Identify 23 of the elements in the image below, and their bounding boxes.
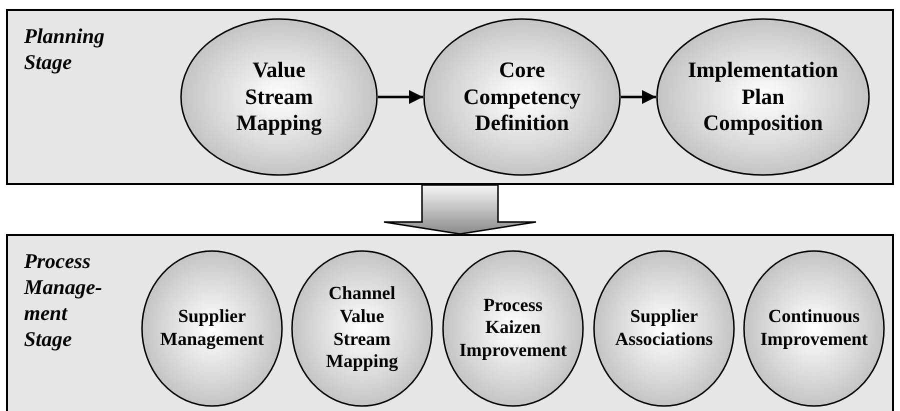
arrow bbox=[378, 90, 423, 104]
stage-panel bbox=[6, 9, 894, 185]
process-ellipse bbox=[423, 18, 621, 176]
process-ellipse bbox=[291, 250, 433, 407]
process-ellipse bbox=[442, 250, 584, 407]
block-arrow bbox=[383, 184, 537, 235]
stage-title: Planning Stage bbox=[24, 23, 105, 75]
process-label: Implementation Plan Composition bbox=[688, 56, 838, 138]
arrow bbox=[621, 90, 656, 104]
stage-title: Process Manage- ment Stage bbox=[24, 248, 102, 352]
process-ellipse bbox=[593, 250, 735, 407]
process-ellipse bbox=[743, 250, 885, 407]
process-label: Core Competency Definition bbox=[463, 56, 581, 138]
process-label: Value Stream Mapping bbox=[236, 56, 322, 138]
process-label: Continuous Improvement bbox=[760, 306, 868, 352]
process-label: Supplier Management bbox=[160, 306, 264, 352]
process-ellipse bbox=[141, 250, 283, 407]
process-label: Process Kaizen Improvement bbox=[459, 294, 567, 362]
process-ellipse bbox=[656, 18, 870, 176]
process-label: Channel Value Stream Mapping bbox=[326, 283, 398, 374]
process-label: Supplier Associations bbox=[615, 306, 713, 352]
process-ellipse bbox=[180, 18, 378, 176]
stage-panel bbox=[6, 234, 894, 411]
